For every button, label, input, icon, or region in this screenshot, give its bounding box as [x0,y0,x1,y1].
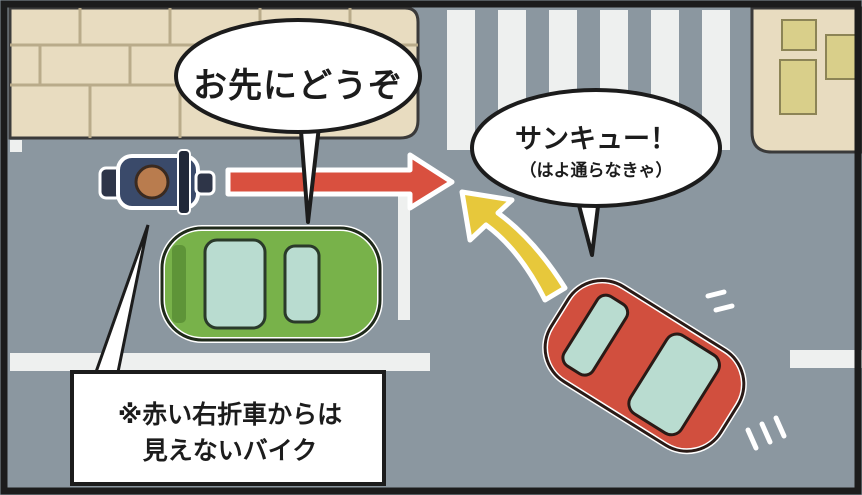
green-car [159,225,383,343]
sidewalk-top-right [750,6,862,154]
speech-bubble-right [470,88,722,257]
left-driver-speech: お先にどうぞ [193,66,403,106]
turn-arrow [459,189,568,303]
motorcycle [98,149,216,215]
red-car [542,277,747,455]
right-driver-speech: サンキュー！ [515,124,677,155]
caption-box [70,224,386,486]
right-driver-thought: （はよ通らなきゃ） [519,161,673,181]
speech-bubble-left [174,18,422,224]
caption-line-1: ※赤い右折車からは [117,400,343,429]
caption-line-2: 見えないバイク [142,436,318,465]
rider-helmet-icon [134,164,170,200]
motion-lines-icon [705,289,787,451]
straight-arrow [225,152,455,211]
